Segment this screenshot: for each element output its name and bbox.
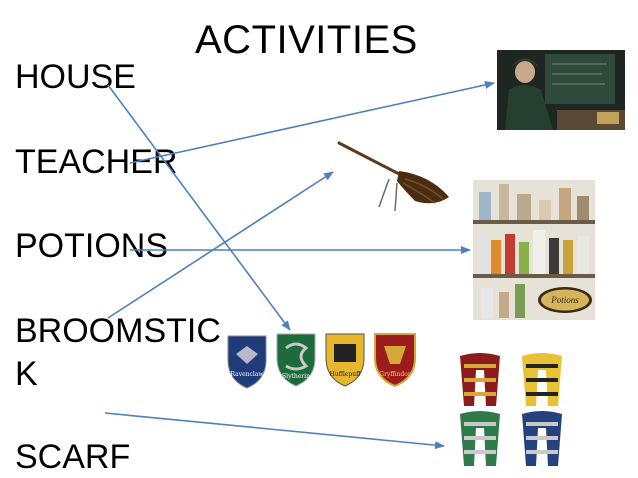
arrow-house-to-crests [107,84,291,331]
slytherin-scarf [460,411,500,466]
hufflepuff-label: Hufflepuff [330,371,362,378]
hufflepuff-crest: Hufflepuff [325,333,365,387]
ravenclaw-scarf [522,411,562,466]
hufflepuff-scarf [522,353,562,406]
word-teacher: TEACHER [15,143,178,181]
scarves-picture [450,350,572,470]
potions-illustration: Potions [473,180,595,320]
word-potions: POTIONS [15,227,169,265]
broomstick-picture [335,135,455,215]
potions-label: Potions [550,295,579,305]
ravenclaw-label: Ravenclaw [230,371,264,378]
potions-picture: Potions [473,180,595,320]
word-house: HOUSE [15,58,136,96]
word-broomstick-line2: K [15,355,38,393]
gryffindor-label: Gryffindor [379,371,411,378]
teacher-picture [497,50,625,130]
slytherin-label: Slytherin [282,373,310,380]
teacher-illustration [497,50,625,130]
gryffindor-crest: Gryffindor [374,333,416,388]
broomstick-illustration [337,141,449,212]
word-broomstick-line1: BROOMSTIC [15,312,221,350]
slytherin-crest: Slytherin [276,333,316,387]
ravenclaw-crest: Ravenclaw [227,335,267,389]
gryffindor-scarf [460,353,500,406]
scarves-illustration [460,353,562,466]
slide-title: ACTIVITIES [195,18,418,62]
word-scarf: SCARF [15,438,131,476]
house-crests-picture: Ravenclaw Slytherin Hufflepuff Gryffindo… [222,330,422,392]
arrow-scarf-to-picture [104,412,445,450]
house-crests-illustration: Ravenclaw Slytherin Hufflepuff Gryffindo… [227,333,416,389]
